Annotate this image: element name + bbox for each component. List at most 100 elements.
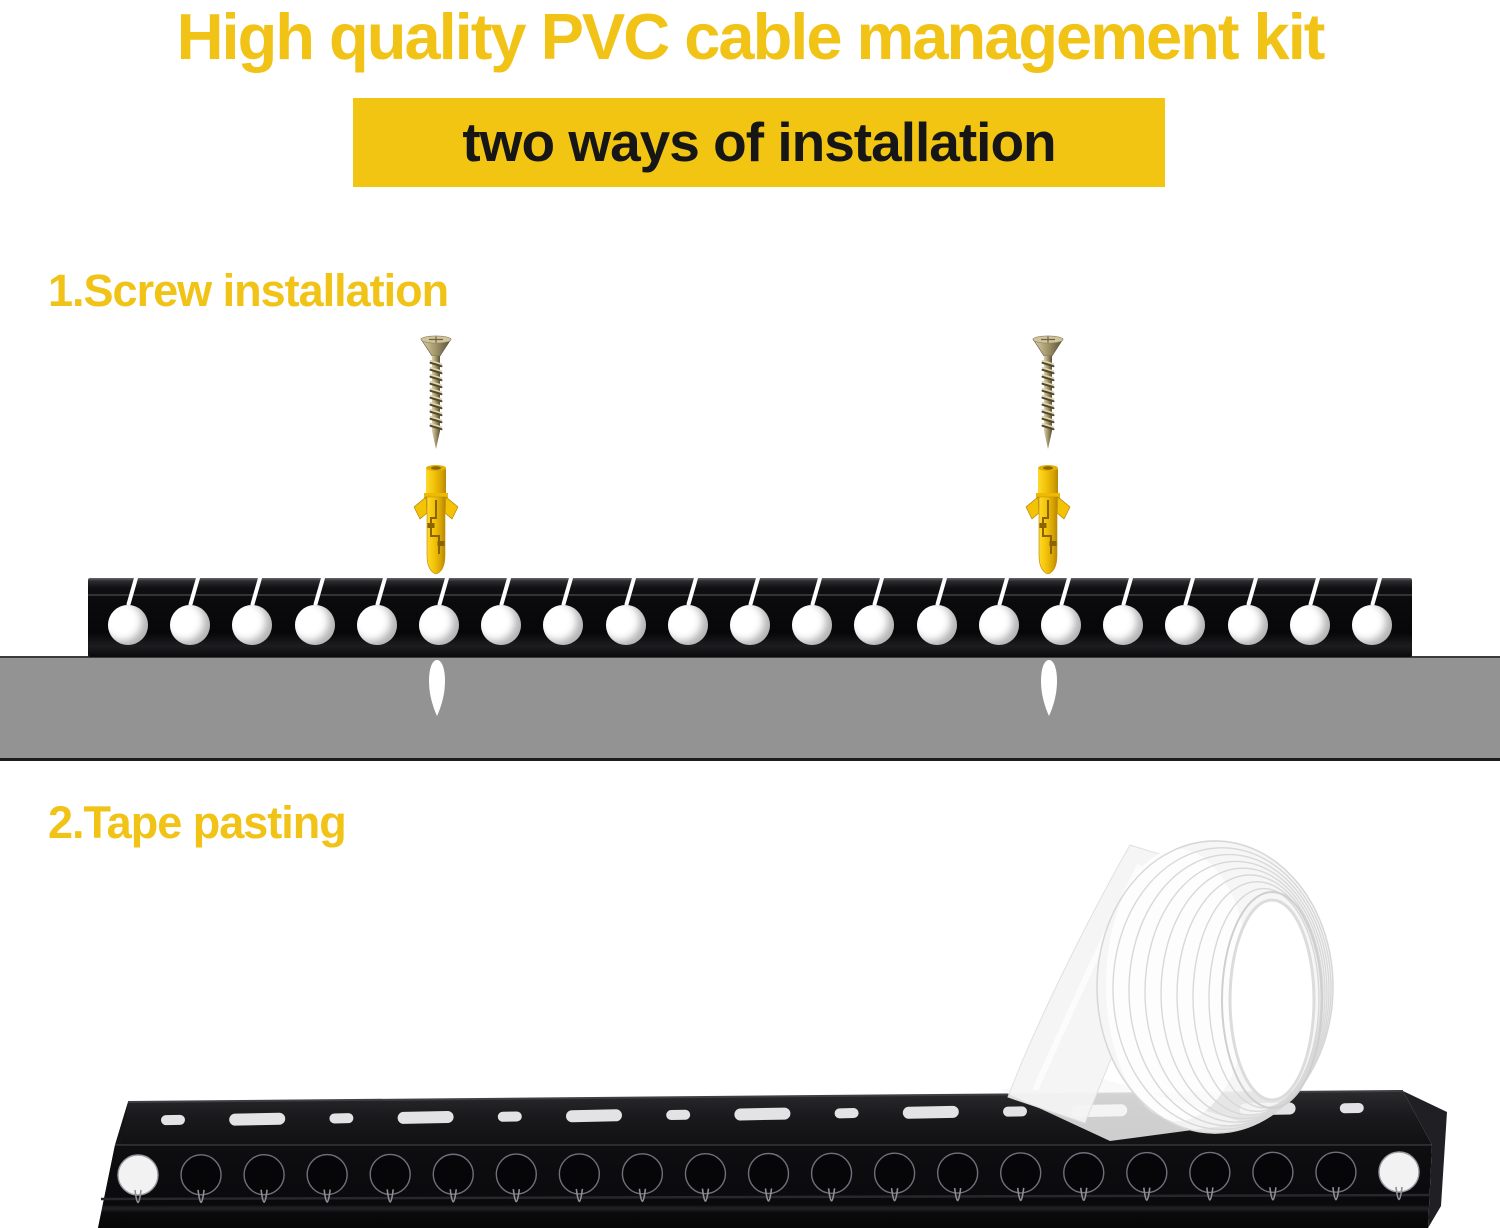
raceway-top-slot <box>666 1109 691 1121</box>
raceway-keyhole-slit <box>1016 1187 1025 1202</box>
raceway-top-slot <box>397 1110 454 1124</box>
raceway-hole <box>684 1152 727 1195</box>
raceway-right-end <box>1403 1091 1447 1228</box>
raceway-keyhole-slit <box>134 1189 142 1204</box>
raceway-keyhole-slit <box>260 1189 268 1203</box>
raceway-keyhole-slit <box>323 1189 331 1203</box>
raceway-top-slot <box>161 1114 185 1126</box>
screw-icon <box>1032 335 1064 449</box>
raceway-keyhole-slit <box>934 575 948 607</box>
raceway-keyhole-slit <box>250 575 263 607</box>
raceway-keyhole-slit <box>623 575 637 607</box>
raceway-keyhole-slit <box>685 575 699 607</box>
tape-roll-core <box>1228 898 1316 1102</box>
raceway-hole <box>558 1153 601 1195</box>
raceway-hole <box>1352 605 1392 645</box>
raceway-hole <box>180 1154 222 1196</box>
raceway-keyhole-slit <box>953 1187 962 1202</box>
raceway-keyhole-slit <box>197 1189 205 1204</box>
raceway-keyhole-slit <box>748 575 761 607</box>
screw-hole-mark <box>1041 660 1057 716</box>
raceway-hole <box>117 1154 159 1196</box>
front-raceway <box>88 575 1412 657</box>
raceway-hole <box>916 605 957 645</box>
raceway-keyhole-slit <box>386 1189 394 1203</box>
raceway-hole <box>1103 605 1144 645</box>
raceway-hole <box>1126 1151 1168 1194</box>
raceway-hole <box>792 605 833 645</box>
raceway-hole <box>605 605 646 645</box>
raceway-keyhole-slit <box>449 1189 458 1203</box>
raceway-hole <box>543 605 584 645</box>
screw-assembly <box>1024 335 1072 580</box>
raceway-keyhole-slit <box>1143 1187 1151 1201</box>
raceway-hole <box>1378 1151 1420 1193</box>
raceway-hole <box>747 1152 790 1195</box>
raceway-hole <box>1063 1152 1105 1194</box>
raceway-keyhole-slit <box>638 1188 647 1203</box>
raceway-top-slot <box>1003 1106 1027 1117</box>
raceway-top-slot <box>497 1111 522 1122</box>
raceway-keyhole-slit <box>561 575 574 607</box>
raceway-keyhole-slit <box>701 1188 710 1202</box>
raceway-hole <box>294 605 335 645</box>
raceway-hole <box>243 1153 285 1196</box>
raceway-hole <box>873 1152 916 1194</box>
raceway-keyhole-slit <box>374 575 388 607</box>
raceway-keyhole-slit <box>1307 575 1321 607</box>
raceway-hole <box>621 1153 664 1195</box>
raceway-hole <box>730 605 770 645</box>
wall-anchor-icon <box>413 465 459 575</box>
raceway-hole <box>419 605 459 645</box>
raceway-keyhole-slit <box>499 575 512 607</box>
raceway-keyhole-slit <box>1370 575 1383 607</box>
raceway-hole <box>432 1153 474 1195</box>
raceway-hole <box>1227 605 1268 645</box>
raceway-keyhole-slit <box>188 575 201 607</box>
raceway-keyhole-slit <box>1206 1187 1214 1201</box>
front-raceway-holes <box>88 575 1412 657</box>
raceway-hole <box>356 605 397 645</box>
raceway-hole <box>306 1153 348 1196</box>
raceway-hole <box>1000 1152 1042 1194</box>
wall-anchor-icon <box>1025 465 1071 575</box>
raceway-keyhole-slit <box>312 575 326 607</box>
section-label-screw: 1.Screw installation <box>48 265 449 316</box>
raceway-top-slot <box>566 1109 622 1123</box>
raceway-top-slot <box>834 1108 859 1119</box>
raceway-hole <box>1315 1151 1357 1193</box>
raceway-hole <box>369 1153 411 1196</box>
installation-banner: two ways of installation <box>353 98 1165 187</box>
raceway-hole <box>1252 1151 1294 1194</box>
raceway-keyhole-slit <box>890 1188 899 1202</box>
raceway-top-slot <box>329 1113 354 1124</box>
raceway-hole <box>481 605 522 645</box>
raceway-hole <box>854 605 895 645</box>
raceway-keyhole-slit <box>126 575 139 607</box>
raceway-keyhole-slit <box>1059 575 1072 607</box>
raceway-hole <box>936 1152 979 1194</box>
raceway-hole <box>1165 605 1206 645</box>
section-label-tape: 2.Tape pasting <box>48 797 347 848</box>
raceway-keyhole-slit <box>1121 575 1134 607</box>
raceway-keyhole-slit <box>437 575 450 607</box>
raceway-keyhole-slit <box>1332 1187 1340 1201</box>
raceway-hole <box>108 605 148 645</box>
raceway-hole <box>810 1152 853 1195</box>
raceway-top-slot <box>229 1112 286 1126</box>
screw-assembly <box>412 335 460 580</box>
wall <box>0 656 1500 761</box>
raceway-hole <box>170 605 211 645</box>
raceway-keyhole-slit <box>1269 1187 1277 1201</box>
screw-icon <box>420 335 452 449</box>
raceway-hole <box>1041 605 1081 645</box>
raceway-keyhole-slit <box>1245 575 1259 607</box>
raceway-hole <box>1189 1151 1231 1194</box>
raceway-hole <box>978 605 1019 645</box>
raceway-top-slot <box>734 1107 791 1121</box>
raceway-keyhole-slit <box>1395 1186 1403 1201</box>
page-title: High quality PVC cable management kit <box>176 0 1326 73</box>
raceway-hole <box>667 605 708 645</box>
tape-roll <box>1000 840 1334 1141</box>
